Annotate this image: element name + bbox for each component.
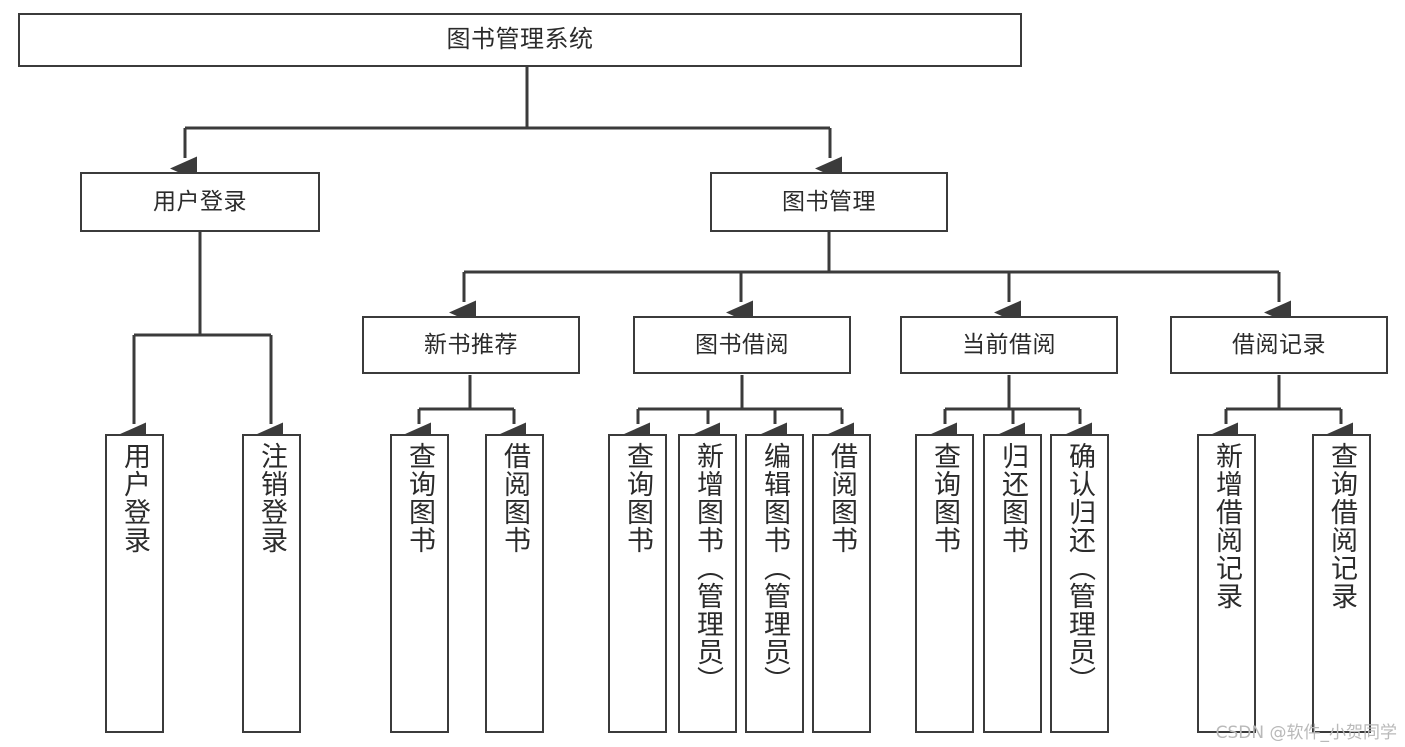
leaf-add-borrow-record[interactable]: 新增借阅记录: [1197, 434, 1256, 733]
watermark-text: CSDN @软件_小贺同学: [1215, 723, 1397, 743]
node-label: 注销登录: [256, 442, 287, 554]
node-label: 查询图书: [929, 442, 960, 554]
node-user-login[interactable]: 用户登录: [80, 172, 320, 232]
node-label: 新增借阅记录: [1211, 442, 1242, 610]
node-label: 借阅记录: [1232, 331, 1326, 358]
node-borrow-record[interactable]: 借阅记录: [1170, 316, 1388, 374]
node-root-system[interactable]: 图书管理系统: [18, 13, 1022, 67]
leaf-borrow-book-new[interactable]: 借阅图书: [485, 434, 544, 733]
leaf-query-borrow-record[interactable]: 查询借阅记录: [1312, 434, 1371, 733]
node-label: 查询借阅记录: [1326, 442, 1357, 610]
node-label: 图书管理: [782, 188, 876, 215]
node-label: 用户登录: [153, 188, 247, 215]
node-label: 确认归还（管理员）: [1064, 442, 1095, 694]
node-current-borrow[interactable]: 当前借阅: [900, 316, 1118, 374]
node-label: 借阅图书: [826, 442, 857, 554]
node-new-book-recommend[interactable]: 新书推荐: [362, 316, 580, 374]
node-label: 图书管理系统: [446, 25, 594, 54]
node-book-management[interactable]: 图书管理: [710, 172, 948, 232]
node-book-borrow[interactable]: 图书借阅: [633, 316, 851, 374]
node-label: 查询图书: [622, 442, 653, 554]
leaf-user-login[interactable]: 用户登录: [105, 434, 164, 733]
leaf-logout-login[interactable]: 注销登录: [242, 434, 301, 733]
node-label: 编辑图书（管理员）: [759, 442, 790, 694]
leaf-query-book-new[interactable]: 查询图书: [390, 434, 449, 733]
leaf-query-book-current[interactable]: 查询图书: [915, 434, 974, 733]
node-label: 当前借阅: [962, 331, 1056, 358]
leaf-add-book-admin[interactable]: 新增图书（管理员）: [678, 434, 737, 733]
node-label: 归还图书: [997, 442, 1028, 554]
leaf-edit-book-admin[interactable]: 编辑图书（管理员）: [745, 434, 804, 733]
leaf-return-book[interactable]: 归还图书: [983, 434, 1042, 733]
leaf-confirm-return-admin[interactable]: 确认归还（管理员）: [1050, 434, 1109, 733]
node-label: 新增图书（管理员）: [692, 442, 723, 694]
leaf-borrow-book[interactable]: 借阅图书: [812, 434, 871, 733]
node-label: 借阅图书: [499, 442, 530, 554]
node-label: 查询图书: [404, 442, 435, 554]
node-label: 图书借阅: [695, 331, 789, 358]
node-label: 用户登录: [119, 442, 150, 554]
leaf-query-book-borrow[interactable]: 查询图书: [608, 434, 667, 733]
node-label: 新书推荐: [424, 331, 518, 358]
